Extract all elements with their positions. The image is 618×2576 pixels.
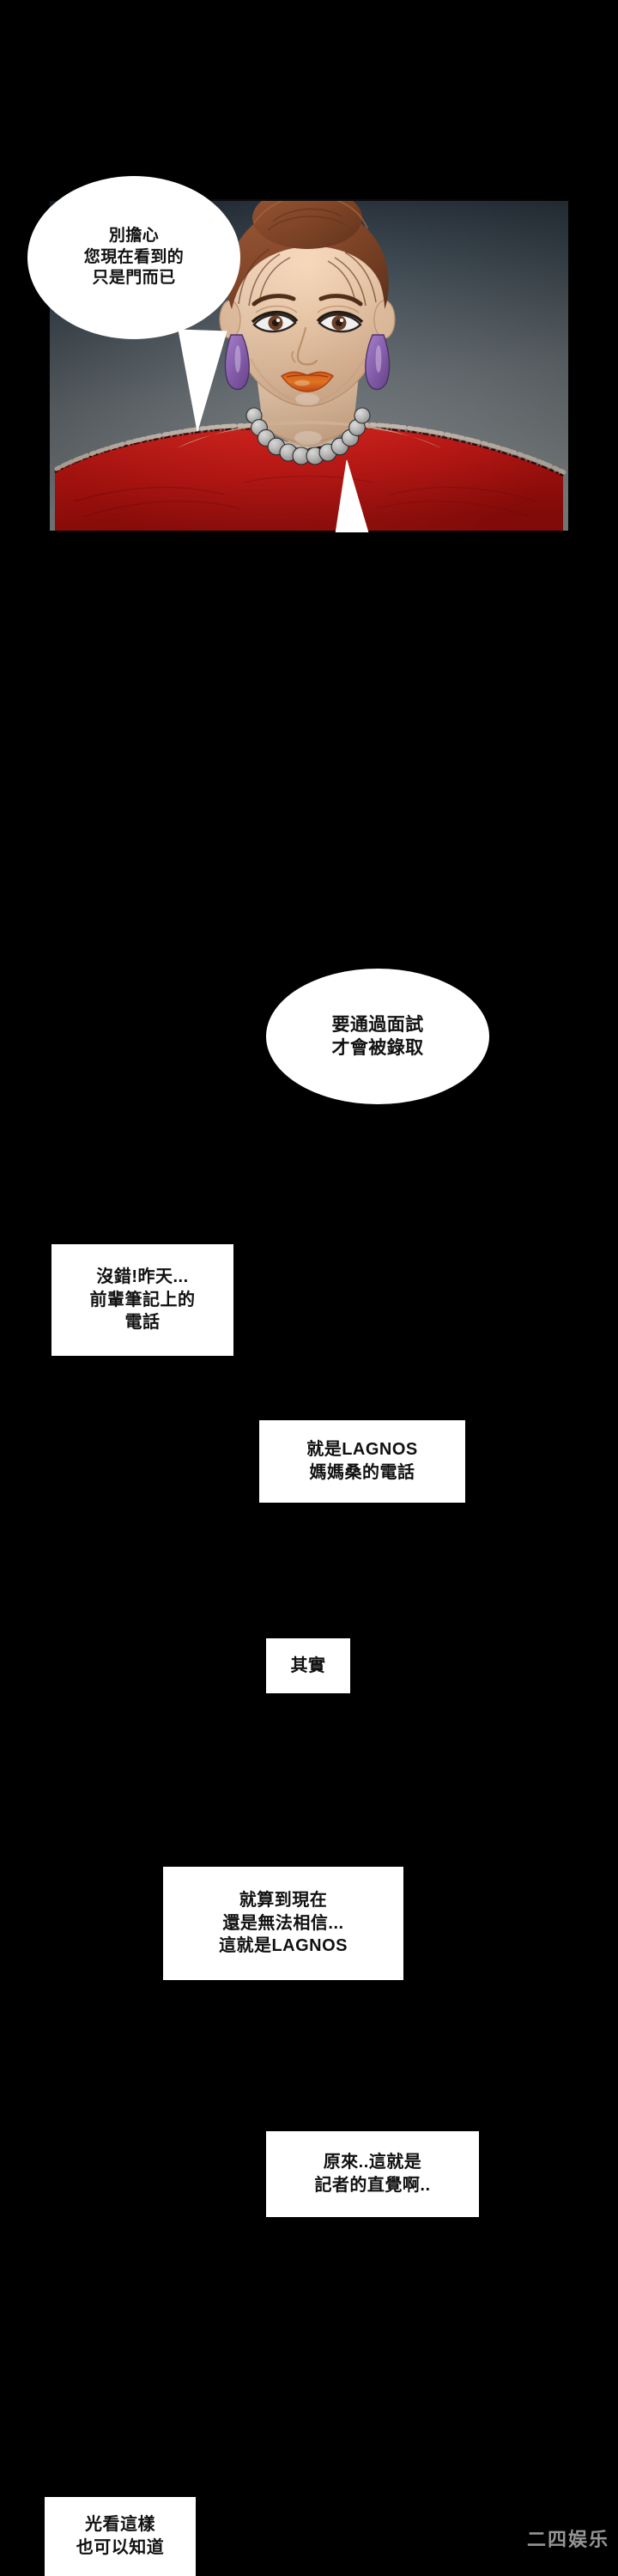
- caption-just-looking[interactable]: 光看這樣 也可以知道: [45, 2497, 196, 2576]
- left-eyebrow: [251, 294, 296, 307]
- caption-just-looking-text: 光看這樣 也可以知道: [76, 2515, 165, 2557]
- right-eyebrow: [318, 294, 363, 307]
- left-earring: [224, 334, 250, 391]
- caption-lagnos-madam-text: 就是LAGNOS 媽媽桑的電話: [306, 1440, 418, 1482]
- left-eye: [251, 310, 299, 333]
- bubble-dont-worry-tail: [178, 329, 227, 432]
- hair-bun: [252, 199, 362, 249]
- caption-cant-believe[interactable]: 就算到現在 還是無法相信... 這就是LAGNOS: [163, 1867, 403, 1980]
- caption-lagnos-madam[interactable]: 就是LAGNOS 媽媽桑的電話: [259, 1420, 465, 1503]
- right-eye: [316, 310, 364, 333]
- nose: [296, 326, 318, 366]
- caption-yesterday-phone[interactable]: 沒錯!昨天... 前輩筆記上的 電話: [52, 1244, 233, 1356]
- right-earring: [365, 334, 391, 391]
- pearl-necklace: [245, 407, 371, 465]
- speech-bubble-dont-worry[interactable]: 別擔心 您現在看到的 只是門而已: [27, 176, 240, 339]
- caption-reporter-instinct-text: 原來..這就是 記者的直覺啊..: [314, 2153, 431, 2195]
- speech-bubble-interview-text: 要通過面試 才會被錄取: [331, 1014, 424, 1058]
- site-watermark: 二四娱乐: [526, 2529, 609, 2550]
- red-dress: [55, 428, 563, 532]
- caption-cant-believe-text: 就算到現在 還是無法相信... 這就是LAGNOS: [218, 1890, 348, 1956]
- bubble-interview-tail: [335, 459, 369, 532]
- caption-actually-text: 其實: [290, 1656, 326, 1675]
- caption-reporter-instinct[interactable]: 原來..這就是 記者的直覺啊..: [266, 2131, 479, 2217]
- caption-actually[interactable]: 其實: [266, 1638, 350, 1693]
- caption-yesterday-phone-text: 沒錯!昨天... 前輩筆記上的 電話: [89, 1267, 196, 1333]
- speech-bubble-dont-worry-text: 別擔心 您現在看到的 只是門而已: [83, 226, 185, 288]
- speech-bubble-interview[interactable]: 要通過面試 才會被錄取: [266, 969, 489, 1104]
